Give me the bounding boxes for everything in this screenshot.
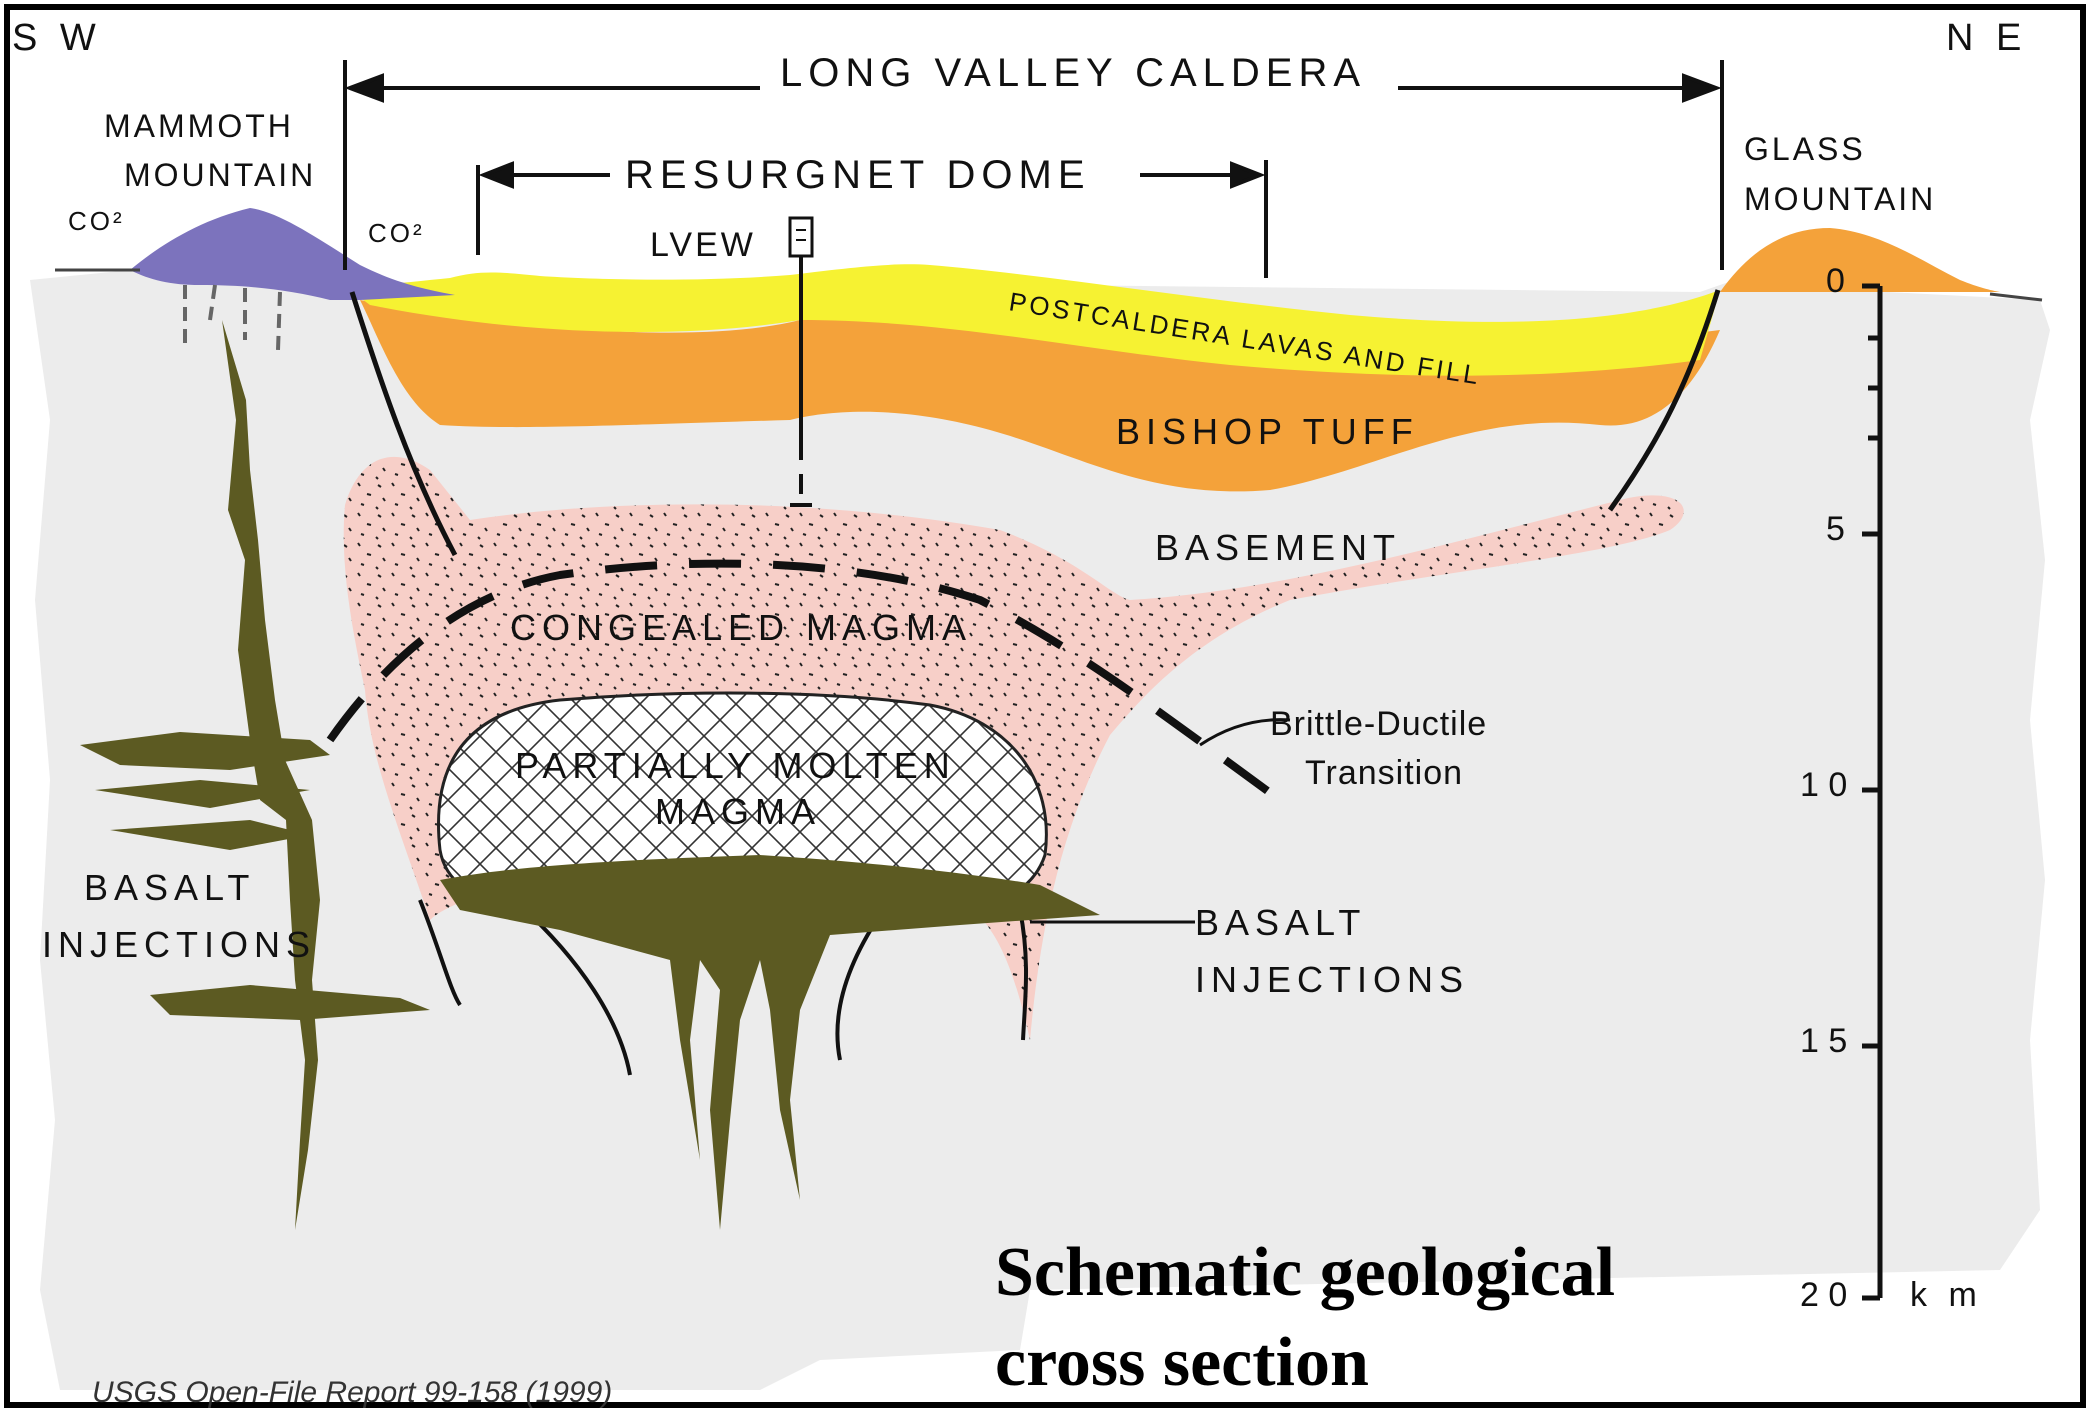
scale-tick-15: 1 5 (1800, 1022, 1847, 1060)
molten-magma-label-line2: MAGMA (655, 791, 821, 832)
co2-label-right: CO² (368, 218, 425, 248)
lvew-label: LVEW (650, 226, 756, 264)
co2-label-left: CO² (68, 206, 125, 236)
basalt-right-label-line1: BASALT (1195, 902, 1366, 943)
source-credit: USGS Open-File Report 99-158 (1999) (92, 1376, 612, 1409)
basalt-left-label-line2: INJECTIONS (42, 924, 316, 965)
dome-label: RESURGNET DOME (625, 153, 1091, 197)
compass-ne: N E (1946, 17, 2027, 59)
molten-magma-label-line1: PARTIALLY MOLTEN (515, 745, 956, 786)
mammoth-label-line1: MAMMOTH (104, 108, 294, 144)
basalt-left-label-line1: BASALT (84, 867, 255, 908)
glass-label-line1: GLASS (1744, 131, 1866, 167)
scale-tick-20: 2 0 (1800, 1276, 1847, 1314)
mammoth-label-line2: MOUNTAIN (124, 157, 316, 193)
basement-label: BASEMENT (1155, 527, 1401, 568)
basalt-right-label-line2: INJECTIONS (1195, 959, 1469, 1000)
title-line1: Schematic geological (995, 1234, 1615, 1311)
transition-label-line1: Brittle-Ductile (1270, 705, 1487, 743)
caldera-label: LONG VALLEY CALDERA (780, 51, 1366, 95)
glass-label-line2: MOUNTAIN (1744, 181, 1936, 217)
bishop-tuff-label: BISHOP TUFF (1116, 411, 1419, 452)
compass-sw: S W (12, 17, 102, 59)
scale-tick-0: 0 (1826, 262, 1845, 300)
congealed-magma-label: CONGEALED MAGMA (510, 607, 972, 648)
glass-mountain (1720, 228, 2000, 292)
title-line2: cross section (995, 1324, 1369, 1401)
scale-unit: k m (1910, 1276, 1983, 1314)
transition-label-line2: Transition (1305, 754, 1463, 792)
scale-tick-10: 1 0 (1800, 766, 1847, 804)
scale-tick-5: 5 (1826, 510, 1845, 548)
